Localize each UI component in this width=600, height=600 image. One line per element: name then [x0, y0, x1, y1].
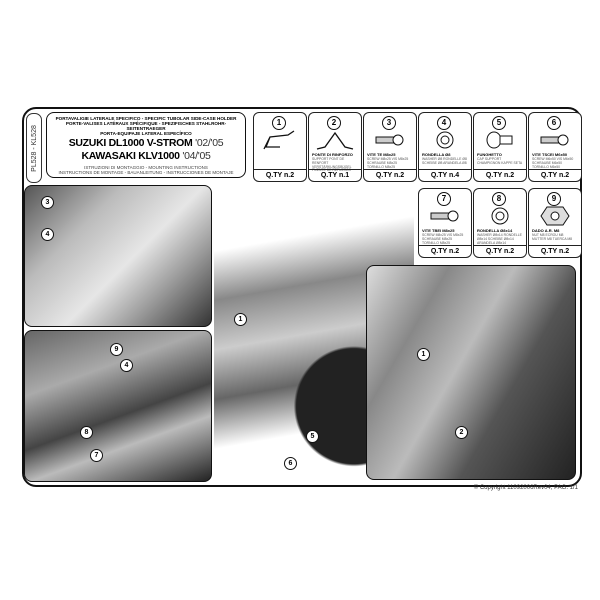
part-name: DADO A.R. M8	[532, 228, 560, 233]
callout: 5	[306, 430, 319, 443]
part-quantity: Q.TY n.4	[419, 169, 471, 181]
part-name: VITE TSCEI M6x50	[532, 152, 568, 157]
photo-top-left: 3 4	[24, 185, 212, 327]
part-7: 7 VITE TBEI M8x25 SCREW M8x25 VIS M8x25 …	[418, 188, 472, 258]
part-6: 6 VITE TSCEI M6x50 SCREW M6x50 VIS M6x50…	[528, 112, 582, 182]
bolt-icon	[375, 134, 404, 146]
washer-icon	[436, 131, 454, 149]
title-box: PORTAVALIGIE LATERALE SPECIFICO - SPECIF…	[46, 112, 246, 178]
copyright: © Copyright 11092006Rev04, PAG. 1/1	[473, 485, 578, 491]
part-description: WASHER Ø8x14 RONDELLE Ø8x14 SCHEIBE Ø8x1…	[477, 233, 522, 245]
part-description: CAP SUPPORT CHAMPIGNON KAPPE SETA	[477, 157, 523, 165]
part-quantity: Q.TY n.2	[364, 169, 416, 181]
nut-icon	[540, 206, 570, 226]
part-number: 4	[437, 116, 451, 130]
part-description: SCREW M6x50 VIS M6x50 SCHRAUBE M6x50 TOR…	[532, 157, 574, 169]
part-number: 9	[547, 192, 561, 206]
part-number: 7	[437, 192, 451, 206]
part-name: VITE TE M8x25	[367, 152, 396, 157]
part-2: 2 PONTE DI RINFORZO SUPPORT PONT DE RENF…	[308, 112, 362, 182]
part-description: NUT M8 ECROU M8 MUTTER M8 TUERCA M8	[532, 233, 573, 241]
product-code-label: PL528 - KL528	[26, 113, 42, 183]
callout: 9	[110, 343, 123, 356]
part-number: 2	[327, 116, 341, 130]
callout: 3	[41, 196, 54, 209]
part-1: 1 Q.TY n.2	[253, 112, 307, 182]
subtitle: PORTAVALIGIE LATERALE SPECIFICO - SPECIF…	[55, 116, 237, 136]
part-quantity: Q.TY n.2	[529, 245, 581, 257]
callout: 6	[284, 457, 297, 470]
part-quantity: Q.TY n.2	[474, 169, 526, 181]
part-quantity: Q.TY n.2	[254, 169, 306, 181]
part-quantity: Q.TY n.2	[419, 245, 471, 257]
part-quantity: Q.TY n.1	[309, 169, 361, 181]
model-1: SUZUKI DL1000 V-STROM '02/'05	[68, 137, 224, 149]
part-4: 4 RONDELLA Ø8 WASHER Ø8 RONDELLE Ø8 SCHE…	[418, 112, 472, 182]
side-frame-icon	[263, 130, 295, 150]
instructions-label: ISTRUZIONI DI MONTAGGIO - MOUNTING INSTR…	[58, 165, 234, 175]
part-number: 3	[382, 116, 396, 130]
part-description: SCREW M8x25 VIS M8x25 SCHRAUBE M8x25 TOR…	[422, 233, 464, 245]
callout: 7	[90, 449, 103, 462]
callout: 1	[417, 348, 430, 361]
photo-bottom-left: 9 4 8 7	[24, 330, 212, 482]
part-description: WASHER Ø8 RONDELLE Ø8 SCHEIBE Ø8 ARANDEL…	[422, 157, 467, 165]
model-2: KAWASAKI KLV1000 '04/'05	[81, 150, 211, 162]
washer-icon	[491, 207, 509, 225]
callout: 8	[80, 426, 93, 439]
callout: 4	[41, 228, 54, 241]
part-name: PONTE DI RINFORZO	[312, 152, 353, 157]
photo-right: 1 2	[366, 265, 576, 480]
part-number: 5	[492, 116, 506, 130]
callout: 4	[120, 359, 133, 372]
page-frame	[22, 107, 582, 487]
bracket-icon	[316, 131, 354, 150]
bolt-icon	[540, 134, 569, 146]
part-description: SUPPORT PONT DE RENFORT VERSTÄRKUNGSBÜGE…	[312, 157, 352, 173]
part-5: 5 FUNGHETTO CAP SUPPORT CHAMPIGNON KAPPE…	[473, 112, 527, 182]
part-quantity: Q.TY n.2	[529, 169, 581, 181]
bolt-icon	[430, 210, 459, 222]
part-8: 8 RONDELLA Ø8x14 WASHER Ø8x14 RONDELLE Ø…	[473, 188, 527, 258]
part-number: 8	[492, 192, 506, 206]
part-9: 9 DADO A.R. M8 NUT M8 ECROU M8 MUTTER M8…	[528, 188, 582, 258]
part-quantity: Q.TY n.2	[474, 245, 526, 257]
spacer-icon	[486, 131, 513, 149]
part-name: FUNGHETTO	[477, 152, 502, 157]
part-number: 6	[547, 116, 561, 130]
callout: 2	[455, 426, 468, 439]
callout: 1	[234, 313, 247, 326]
part-name: VITE TBEI M8x25	[422, 228, 455, 233]
part-number: 1	[272, 116, 286, 130]
part-name: RONDELLA Ø8x14	[477, 228, 513, 233]
part-3: 3 VITE TE M8x25 SCREW M8x25 VIS M8x25 SC…	[363, 112, 417, 182]
part-description: SCREW M8x25 VIS M8x25 SCHRAUBE M8x25 TOR…	[367, 157, 409, 169]
part-name: RONDELLA Ø8	[422, 152, 451, 157]
